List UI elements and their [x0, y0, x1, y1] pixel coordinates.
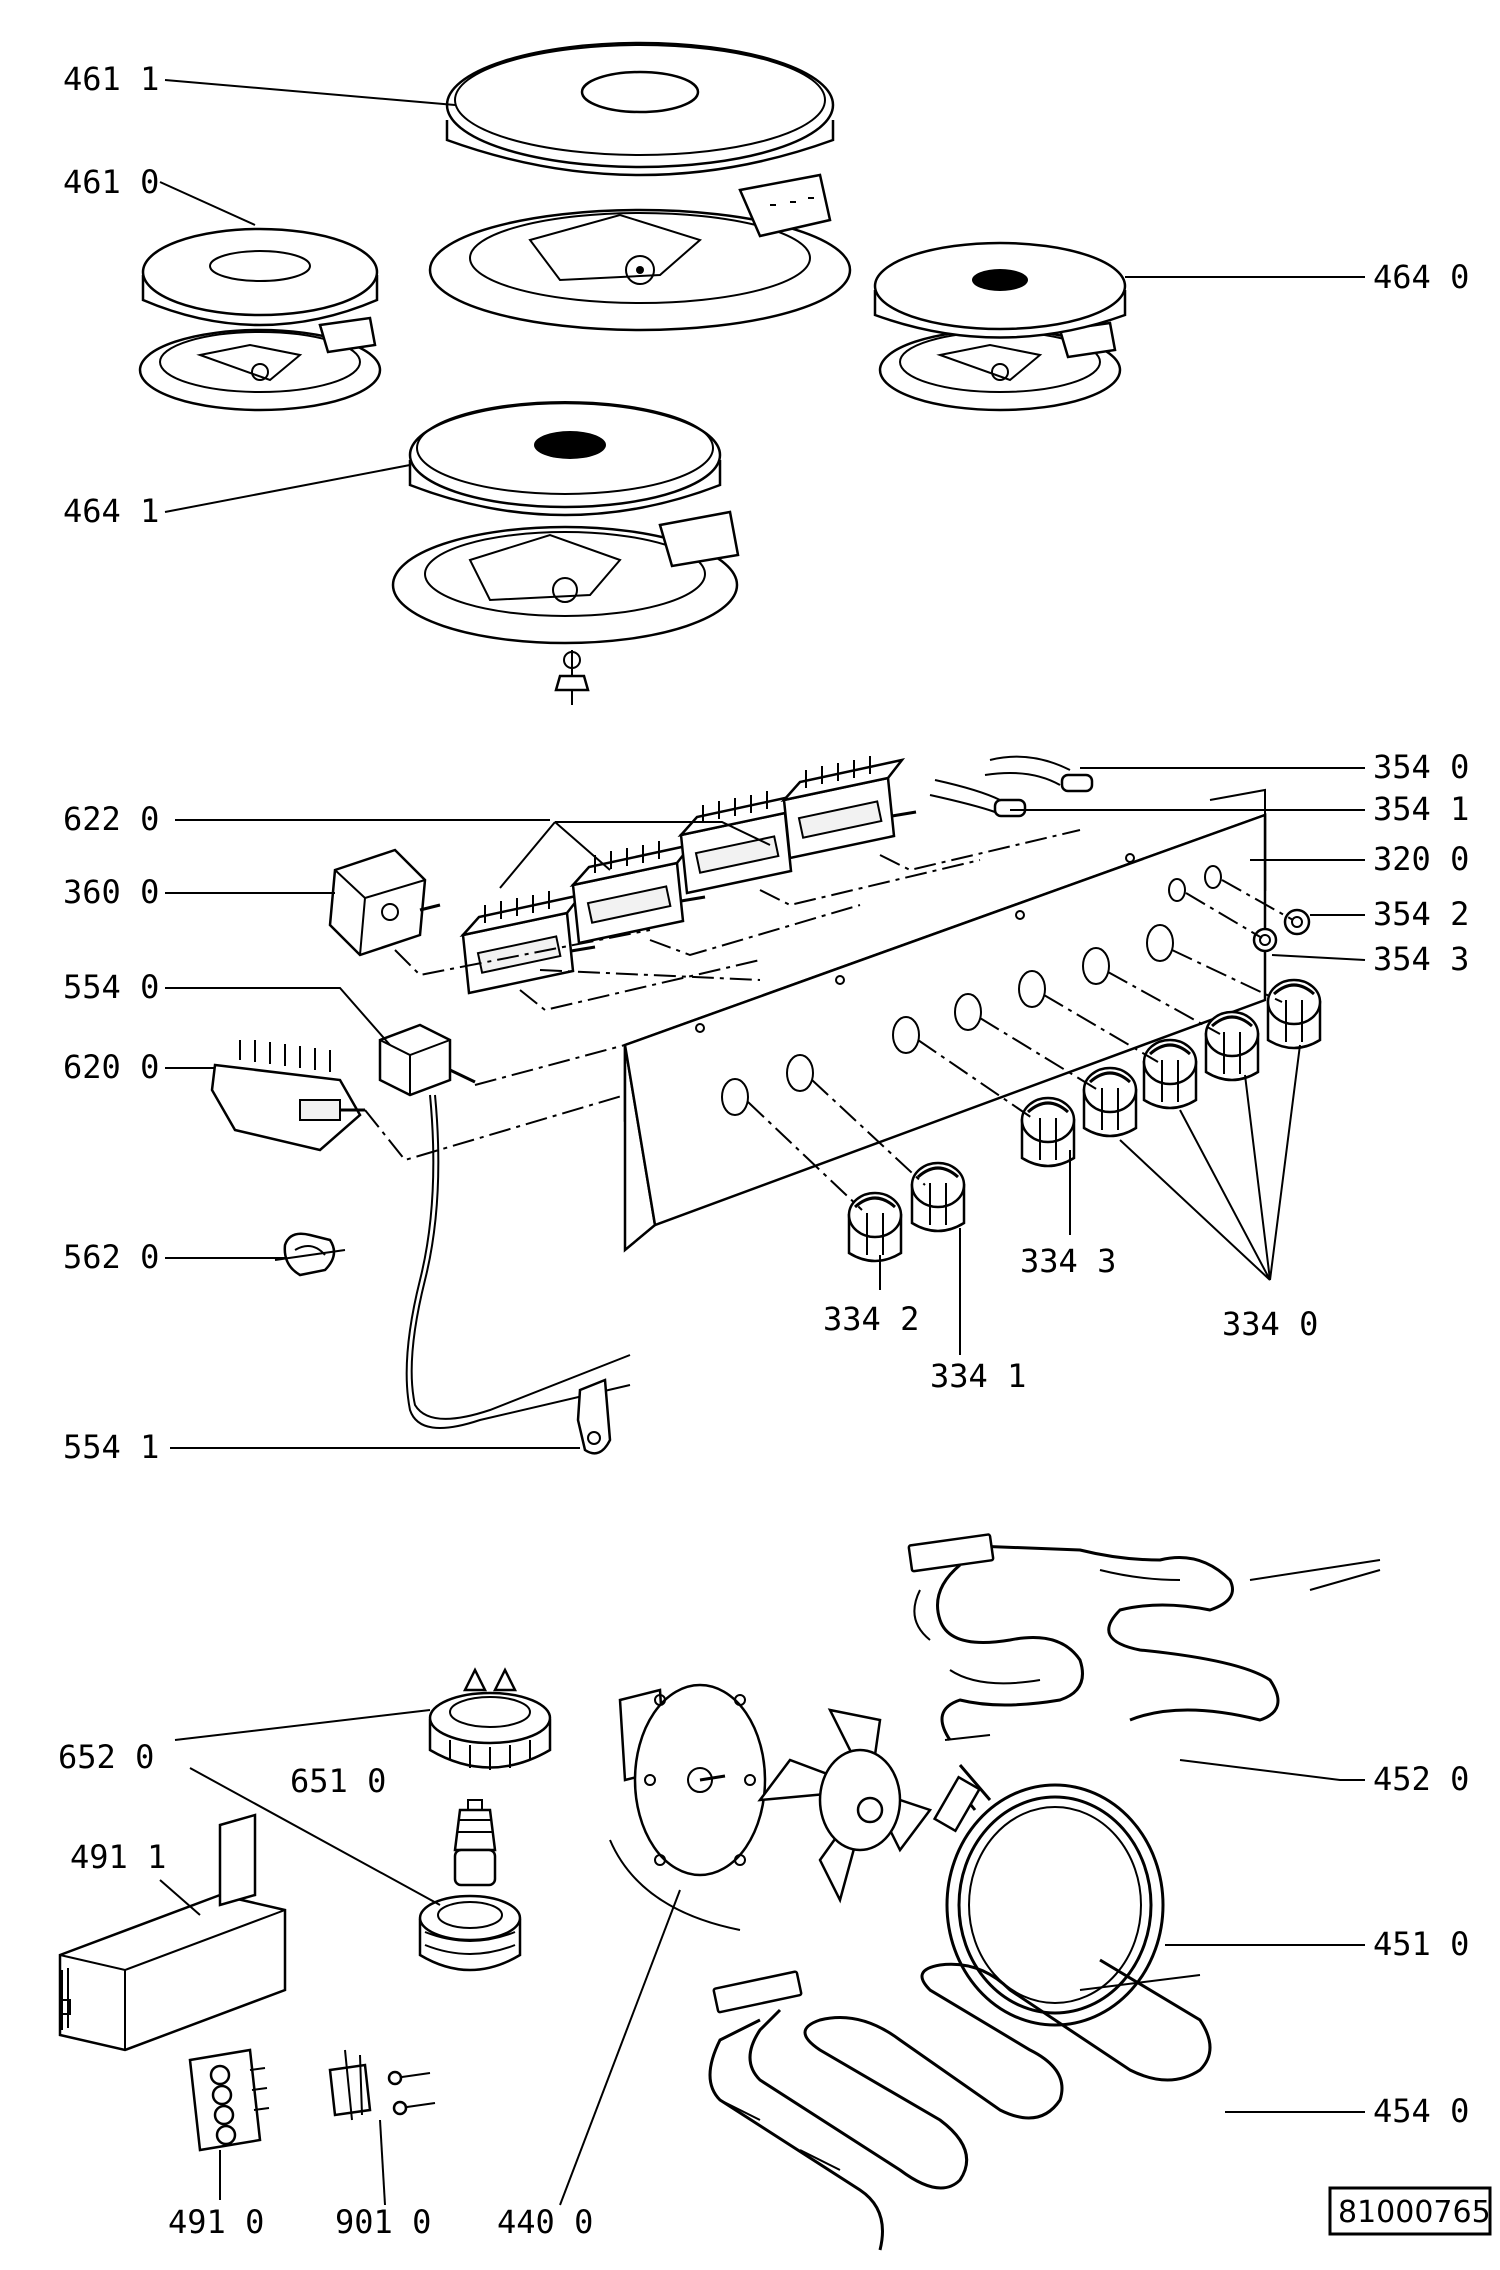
callout-620-0: 620 0 [63, 1048, 159, 1086]
callout-461-0: 461 0 [63, 163, 159, 201]
callout-562-0: 562 0 [63, 1238, 159, 1276]
callout-464-1: 464 1 [63, 492, 159, 530]
assembly-lines [364, 829, 1294, 1211]
fuse-562 [274, 1232, 346, 1277]
callout-554-0: 554 0 [63, 968, 159, 1006]
circular-element-451 [932, 1764, 1165, 2027]
fan-blade [757, 1708, 933, 1904]
callout-554-1: 554 1 [63, 1428, 159, 1466]
lower-element-454 [708, 1958, 1212, 2251]
callout-354-1: 354 1 [1373, 790, 1469, 828]
callout-901-0: 901 0 [335, 2203, 431, 2241]
callout-651-0: 651 0 [290, 1762, 386, 1800]
callout-440-0: 440 0 [497, 2203, 593, 2241]
leader-lines [159, 79, 1366, 2206]
timer-360 [328, 848, 441, 957]
callout-354-3: 354 3 [1373, 940, 1469, 978]
cable-clamp-901 [328, 2049, 436, 2121]
callout-334-2: 334 2 [823, 1300, 919, 1338]
callout-652-0: 652 0 [58, 1738, 154, 1776]
callout-452-0: 452 0 [1373, 1760, 1469, 1798]
control-panel [623, 788, 1267, 1253]
thermostat-554 [378, 1023, 631, 1455]
callout-334-0: 334 0 [1222, 1305, 1318, 1343]
hotplate-large-rapid [391, 401, 740, 705]
drawing-number: 81000765 [1328, 2186, 1492, 2236]
callout-451-0: 451 0 [1373, 1925, 1469, 1963]
hotplate-small-rapid [873, 241, 1127, 412]
callout-491-1: 491 1 [70, 1838, 166, 1876]
grill-element-452 [907, 1533, 1381, 1741]
callout-334-3: 334 3 [1020, 1242, 1116, 1280]
callout-622-0: 622 0 [63, 800, 159, 838]
callout-491-0: 491 0 [168, 2203, 264, 2241]
terminal-block-491 [188, 2048, 270, 2152]
hotplate-large-plain [428, 41, 852, 332]
callout-354-0: 354 0 [1373, 748, 1469, 786]
panel-knob-holes [721, 865, 1222, 1116]
callout-354-2: 354 2 [1373, 895, 1469, 933]
oven-selector-620 [210, 1040, 365, 1152]
callout-334-1: 334 1 [930, 1357, 1026, 1395]
indicator-lamps [929, 755, 1311, 953]
callout-320-0: 320 0 [1373, 840, 1469, 878]
callout-360-0: 360 0 [63, 873, 159, 911]
drawing-number-text: 81000765 [1338, 2195, 1491, 2230]
lamp-bulb-651 [453, 1799, 497, 1887]
callout-labels: 461 1 461 0 464 0 464 1 354 0 354 1 622 … [58, 60, 1469, 2241]
callout-461-1: 461 1 [63, 60, 159, 98]
hotplate-small-plain [138, 227, 382, 412]
lamp-holder-652 [418, 1667, 552, 1972]
callout-464-0: 464 0 [1373, 258, 1469, 296]
callout-454-0: 454 0 [1373, 2092, 1469, 2130]
hotplate-switches [461, 754, 918, 995]
bracket-491 [58, 1813, 287, 2052]
fan-motor-440 [609, 1683, 767, 1931]
